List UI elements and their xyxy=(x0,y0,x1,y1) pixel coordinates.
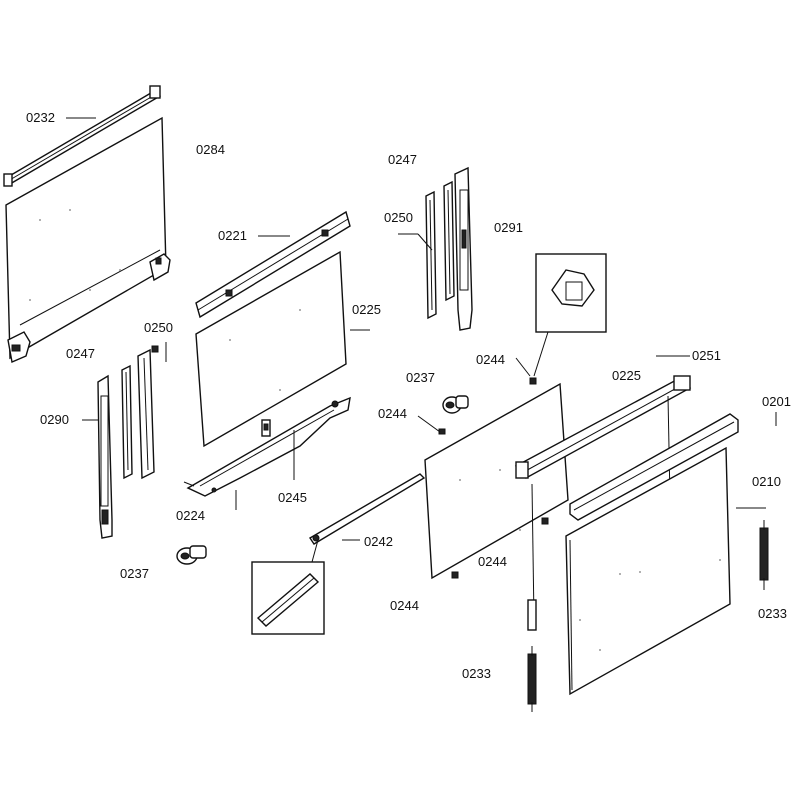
label-0250-top: 0250 xyxy=(384,210,413,225)
part-labels: 0232 0284 0247 0250 0291 0221 0225 0250 … xyxy=(26,110,791,681)
label-0225-right: 0225 xyxy=(612,368,641,383)
part-0237-knob-mid xyxy=(442,395,469,414)
label-0290: 0290 xyxy=(40,412,69,427)
label-0225-mid: 0225 xyxy=(352,302,381,317)
label-0251: 0251 xyxy=(692,348,721,363)
label-0244-b: 0244 xyxy=(378,406,407,421)
part-outer-glass-left xyxy=(5,116,171,363)
leader-lines xyxy=(66,117,777,541)
label-0244-c: 0244 xyxy=(478,554,507,569)
part-0244-clip-b xyxy=(529,377,537,385)
part-0247-rail-left xyxy=(137,345,159,480)
label-0233-right: 0233 xyxy=(758,606,787,621)
part-0291-hinge-assembly xyxy=(454,166,473,331)
label-0291: 0291 xyxy=(494,220,523,235)
label-0247-top: 0247 xyxy=(388,152,417,167)
part-0251-frame-top xyxy=(514,375,692,631)
part-0290-hinge-left xyxy=(97,374,113,539)
part-0237-knob-left xyxy=(176,545,207,565)
label-0233-left: 0233 xyxy=(462,666,491,681)
part-0201-handle xyxy=(569,413,739,521)
label-0250-left: 0250 xyxy=(144,320,173,335)
part-0247-rail-right xyxy=(443,180,455,302)
detail-callout-clip xyxy=(533,253,607,377)
part-0210-outer-glass xyxy=(565,446,731,696)
part-0250-strip-right xyxy=(425,190,437,320)
part-0233-spring-right xyxy=(759,520,769,590)
part-0244-clip-c xyxy=(451,571,459,579)
part-0233-spring-left xyxy=(527,646,537,712)
label-0244-a: 0244 xyxy=(476,352,505,367)
label-0201: 0201 xyxy=(762,394,791,409)
label-0224: 0224 xyxy=(176,508,205,523)
label-0237-mid: 0237 xyxy=(406,370,435,385)
part-0221-top-profile xyxy=(195,210,351,319)
label-0284: 0284 xyxy=(196,142,225,157)
part-0242-seal-rod xyxy=(309,473,426,545)
label-0221: 0221 xyxy=(218,228,247,243)
label-0245: 0245 xyxy=(278,490,307,505)
part-0250-strip-left xyxy=(121,364,133,480)
detail-callout-seal xyxy=(251,539,325,635)
label-0237-left: 0237 xyxy=(120,566,149,581)
part-0225-inner-glass-mid xyxy=(195,250,347,448)
label-0244-d: 0244 xyxy=(390,598,419,613)
part-0244-clip-d xyxy=(541,517,549,525)
part-0232-trim-strip xyxy=(3,85,161,187)
label-0210: 0210 xyxy=(752,474,781,489)
label-0232: 0232 xyxy=(26,110,55,125)
label-0247-left: 0247 xyxy=(66,346,95,361)
part-0225-inner-glass-right xyxy=(424,382,569,580)
part-0224-lower-profile xyxy=(183,396,351,497)
label-0242: 0242 xyxy=(364,534,393,549)
